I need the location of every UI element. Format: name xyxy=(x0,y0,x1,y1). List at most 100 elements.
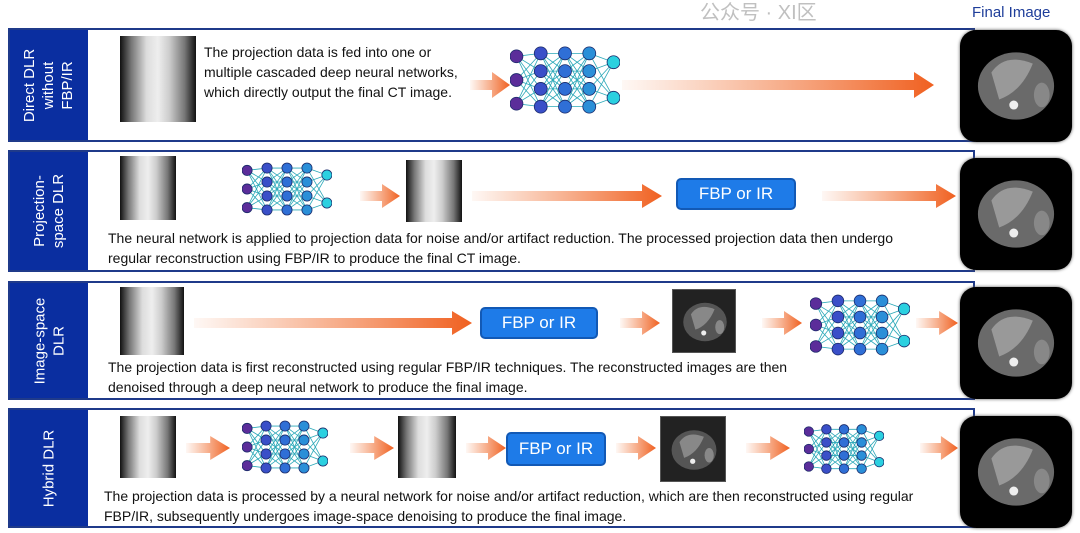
nn-node xyxy=(298,448,310,460)
nn-node xyxy=(301,162,313,174)
nn-edge xyxy=(815,300,839,347)
nn-edge xyxy=(808,429,827,467)
reconstructed-ct-image xyxy=(672,289,736,353)
nn-node xyxy=(810,318,823,332)
nn-node xyxy=(606,90,620,105)
nn-node xyxy=(260,434,272,446)
nn-node xyxy=(242,202,253,214)
watermark: 公众号 · XI区 xyxy=(700,2,817,24)
nn-node xyxy=(831,326,845,340)
row-hybrid-dlr: Hybrid DLR FBP or IR The projection data… xyxy=(8,408,975,528)
nn-node xyxy=(261,190,273,202)
arrow-icon xyxy=(746,436,790,460)
nn-node xyxy=(606,55,620,70)
nn-node xyxy=(510,49,524,64)
nn-node xyxy=(558,99,572,114)
ct-spot xyxy=(1009,228,1019,238)
nn-edge xyxy=(815,303,839,350)
nn-edge xyxy=(859,316,883,350)
neural-network-icon xyxy=(242,420,328,474)
arrow-shape xyxy=(762,311,802,335)
arrow-icon xyxy=(186,436,230,460)
arrow-shape xyxy=(470,72,510,98)
nn-node xyxy=(298,462,310,474)
row-projection-space-dlr: Projection- space DLR FBP or IR The neur… xyxy=(8,150,975,272)
neural-network-icon xyxy=(510,46,620,114)
nn-edge xyxy=(540,53,566,107)
arrow-icon xyxy=(616,436,656,460)
arrow-shape xyxy=(620,311,660,335)
nn-node xyxy=(510,73,524,87)
nn-node xyxy=(558,82,572,96)
nn-edge xyxy=(588,62,614,107)
nn-node xyxy=(853,342,867,356)
nn-node xyxy=(242,422,253,434)
nn-edge xyxy=(284,439,305,469)
ct-organ xyxy=(1033,339,1050,365)
arrow-icon xyxy=(466,436,506,460)
nn-node xyxy=(875,310,889,324)
nn-node xyxy=(279,448,291,460)
nn-node xyxy=(558,64,572,78)
arrow-icon xyxy=(620,311,660,335)
final-ct-image xyxy=(960,30,1072,142)
nn-edge xyxy=(843,442,862,469)
arrow-shape xyxy=(186,436,230,460)
nn-edge xyxy=(837,316,861,350)
neural-network-icon xyxy=(804,424,884,474)
nn-edge xyxy=(881,308,905,350)
nn-edge xyxy=(826,429,845,469)
arrow-shape xyxy=(360,184,400,208)
nn-node xyxy=(510,96,524,111)
arrow-icon xyxy=(822,184,956,208)
nn-edge xyxy=(516,56,542,107)
nn-node xyxy=(804,426,814,437)
projection-image xyxy=(120,416,176,478)
nn-edge xyxy=(246,428,267,469)
nn-node xyxy=(897,334,910,348)
nn-node xyxy=(875,294,889,308)
arrow-shape xyxy=(616,436,656,460)
nn-node xyxy=(279,420,291,432)
nn-edge xyxy=(265,425,286,469)
nn-node xyxy=(533,46,548,61)
nn-node xyxy=(804,461,814,472)
nn-edge xyxy=(303,432,324,469)
nn-node xyxy=(582,99,597,114)
nn-node xyxy=(260,420,272,432)
fbp-or-ir-box: FBP or IR xyxy=(676,178,796,210)
ct-liver xyxy=(991,59,1033,100)
projection-image xyxy=(120,156,176,220)
final-ct-image xyxy=(960,287,1072,399)
nn-node xyxy=(831,342,845,356)
row-label-text: Projection- space DLR xyxy=(30,173,67,249)
nn-node xyxy=(317,427,328,439)
nn-node xyxy=(582,82,597,96)
description: The neural network is applied to project… xyxy=(108,230,894,266)
ct-slice xyxy=(671,430,717,470)
final-image-title: Final Image xyxy=(972,4,1051,21)
description: The projection data is fed into one or m… xyxy=(204,44,458,100)
nn-node xyxy=(856,424,867,435)
ct-organ xyxy=(1033,210,1050,236)
ct-liver xyxy=(991,445,1033,486)
row-direct-dlr: Direct DLR without FBP/IR The projection… xyxy=(8,28,975,142)
nn-node xyxy=(856,463,867,474)
arrow-shape xyxy=(194,311,472,335)
nn-node xyxy=(260,462,272,474)
nn-node xyxy=(533,82,548,96)
ct-spot xyxy=(690,458,696,464)
nn-edge xyxy=(246,167,268,208)
nn-node xyxy=(298,420,310,432)
nn-node xyxy=(281,204,293,216)
nn-node xyxy=(582,46,597,61)
nn-node xyxy=(301,176,313,188)
nn-edge xyxy=(859,300,883,350)
nn-node xyxy=(831,310,845,324)
projection-image xyxy=(120,287,184,355)
reconstructed-ct-image xyxy=(660,416,726,482)
ct-slice xyxy=(977,180,1055,248)
row-label: Direct DLR without FBP/IR xyxy=(10,30,88,140)
nn-node xyxy=(856,450,867,461)
description: The projection data is processed by a ne… xyxy=(104,488,914,524)
